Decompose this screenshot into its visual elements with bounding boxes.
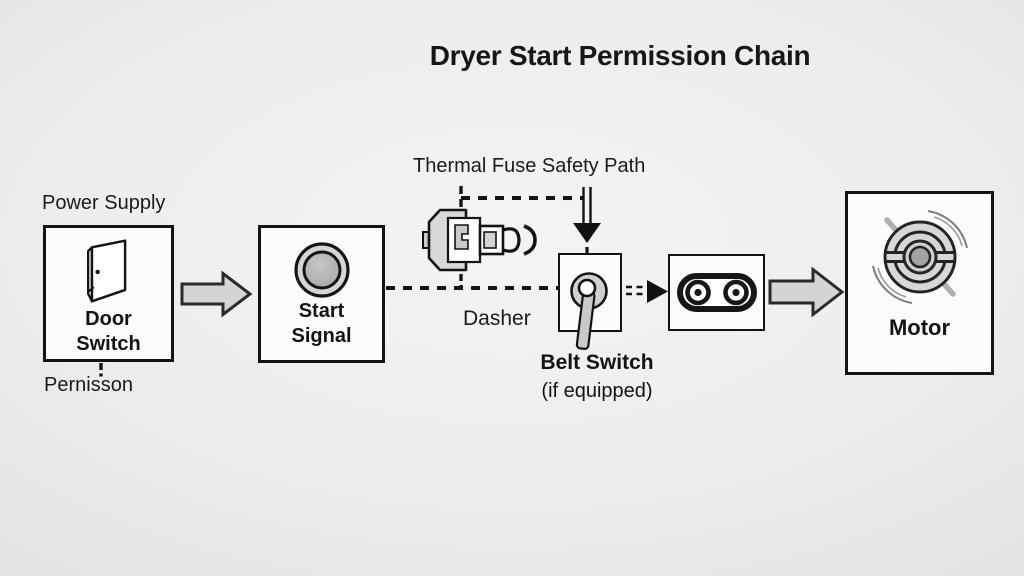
belt-pulley-icon <box>676 272 757 312</box>
door-icon <box>86 239 126 303</box>
down-double-arrow-icon <box>573 187 601 254</box>
motor-icon <box>871 210 968 304</box>
door-switch-label: Door Switch <box>76 308 141 355</box>
start-signal-label: Start Signal <box>291 300 352 347</box>
fuse-dashed-line <box>461 196 583 200</box>
belt-switch-label: Belt Switch <box>540 351 654 374</box>
dashed-double-arrow-icon <box>626 280 668 303</box>
signal-dashed-line <box>386 286 559 290</box>
thermal-fuse-icon <box>422 186 537 290</box>
belt-switch-idler-icon <box>570 272 608 350</box>
block-arrow-icon-2 <box>768 266 845 318</box>
block-arrow-icon <box>180 270 253 318</box>
node-start-signal: Start Signal <box>258 225 385 363</box>
diagram-title: Dryer Start Permission Chain <box>429 40 811 71</box>
thermal-fuse-path-label: Thermal Fuse Safety Path <box>413 155 646 177</box>
node-belt-pulley <box>668 254 765 331</box>
start-button-icon <box>293 242 350 298</box>
permission-tick-dash <box>99 363 103 377</box>
belt-switch-note-label: (if equipped) <box>541 380 653 402</box>
motor-label: Motor <box>888 315 951 340</box>
power-supply-label: Power Supply <box>42 192 166 214</box>
node-motor: Motor <box>845 191 994 375</box>
node-door-switch: Door Switch <box>43 225 174 362</box>
dasher-label: Dasher <box>463 307 531 330</box>
permission-label: Pernisson <box>44 374 133 396</box>
